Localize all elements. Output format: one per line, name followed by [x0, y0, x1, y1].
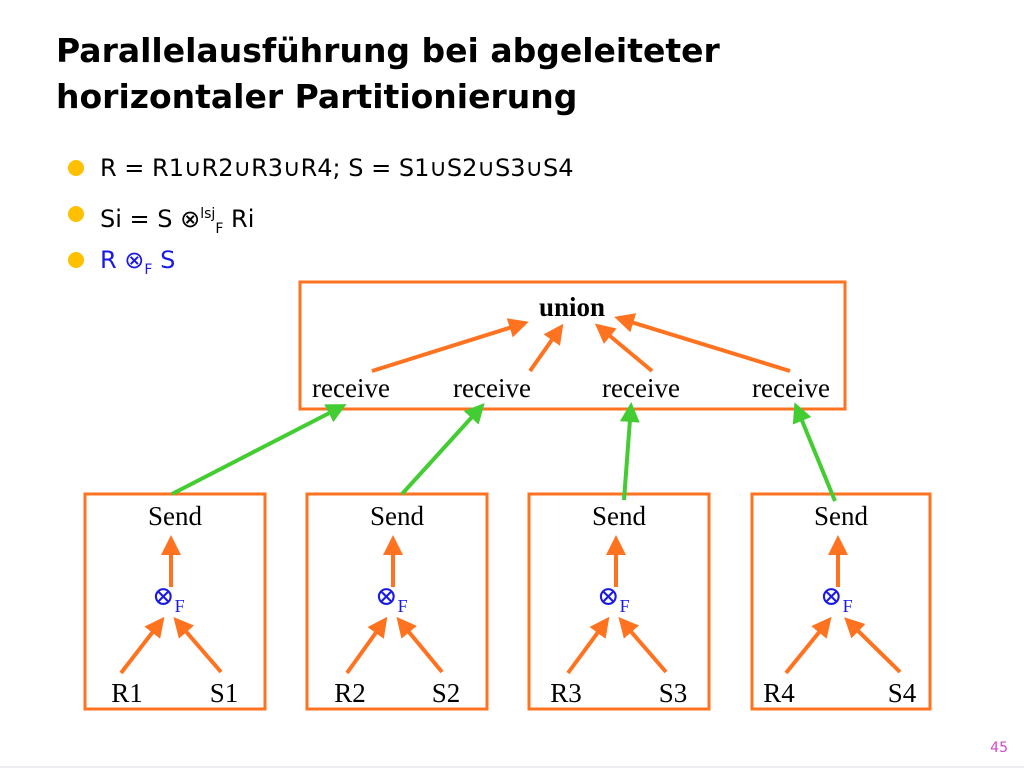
right-input-arrow	[396, 616, 444, 674]
receive-label-4: receive	[752, 373, 830, 403]
bullet-prefix: Si = S ⊗	[100, 205, 201, 233]
bullet-item-semijoin: Si = S ⊗lsjF Ri	[66, 196, 574, 242]
join-subscript: F	[843, 596, 853, 616]
join-symbol: ⊗	[597, 581, 620, 611]
receive-to-union-arrow-4	[614, 313, 791, 373]
partition-box-1: Send ⊗F R1 S1	[83, 492, 267, 711]
join-subscript: F	[620, 596, 630, 616]
coordinator-box	[298, 280, 847, 411]
relation-left-label: R1	[111, 678, 143, 708]
receive-to-union-arrow-1	[371, 318, 529, 373]
relation-left-label: R3	[550, 678, 582, 708]
bullet-item-partitions: R = R1∪R2∪R3∪R4; S = S1∪S2∪S3∪S4	[66, 150, 574, 196]
right-input-arrow	[618, 616, 668, 674]
right-input-arrow	[173, 616, 223, 674]
join-symbol: ⊗	[820, 581, 843, 611]
bullet-subscript: F	[144, 261, 153, 278]
receive-to-union-arrow-3	[594, 323, 654, 373]
bullet-dot-icon	[68, 206, 84, 222]
send-to-receive-arrow-3	[619, 402, 640, 501]
receive-label-1: receive	[312, 373, 390, 403]
partition-box-3: Send ⊗F R3 S3	[527, 492, 711, 711]
receive-label-3: receive	[602, 373, 680, 403]
relation-left-label: R2	[334, 678, 366, 708]
join-symbol-icon: ⊗F	[820, 581, 853, 616]
bullet-list: R = R1∪R2∪R3∪R4; S = S1∪S2∪S3∪S4 Si = S …	[66, 150, 574, 288]
partition-box-4: Send ⊗F R4 S4	[750, 492, 932, 711]
union-label: union	[539, 292, 605, 322]
left-input-arrow	[345, 616, 388, 675]
partition-box-2: Send ⊗F R2 S2	[305, 492, 489, 711]
page-number: 45	[990, 740, 1008, 756]
send-label: Send	[148, 501, 203, 531]
bullet-text: R = R1∪R2∪R3∪R4; S = S1∪S2∪S3∪S4	[100, 154, 574, 182]
relation-left-label: R4	[763, 678, 795, 708]
receive-label-2: receive	[453, 373, 531, 403]
join-subscript: F	[175, 596, 185, 616]
left-input-arrow	[784, 616, 832, 675]
send-label: Send	[814, 501, 869, 531]
bullet-superscript: lsj	[200, 206, 216, 222]
bullet-suffix: S	[152, 246, 176, 274]
join-symbol-icon: ⊗F	[152, 581, 185, 616]
send-to-receive-arrow-2	[400, 403, 485, 496]
relation-right-label: S1	[210, 678, 239, 708]
join-subscript: F	[398, 596, 408, 616]
bullet-suffix: Ri	[223, 205, 255, 233]
title-line-2: horizontaler Partitionierung	[56, 77, 578, 116]
right-input-arrow	[844, 617, 902, 674]
bullet-dot-icon	[68, 252, 84, 268]
bullet-prefix: R ⊗	[100, 246, 145, 274]
join-symbol: ⊗	[375, 581, 398, 611]
relation-right-label: S3	[659, 678, 688, 708]
left-input-arrow	[566, 616, 610, 675]
join-symbol: ⊗	[152, 581, 175, 611]
site-box	[305, 492, 489, 711]
bullet-dot-icon	[68, 160, 84, 176]
bullet-item-join: R ⊗F S	[66, 242, 574, 288]
send-to-receive-arrow-4	[792, 402, 837, 502]
site-box	[527, 492, 711, 711]
join-symbol-icon: ⊗F	[375, 581, 408, 616]
receive-to-union-arrow-2	[528, 323, 564, 373]
join-symbol-icon: ⊗F	[597, 581, 630, 616]
slide-title: Parallelausführung bei abgeleiteter hori…	[56, 28, 996, 120]
relation-right-label: S4	[888, 678, 917, 708]
send-to-receive-arrow-1	[171, 404, 347, 496]
footer-divider	[0, 766, 1024, 768]
send-label: Send	[370, 501, 425, 531]
bullet-subscript: F	[215, 220, 224, 237]
send-label: Send	[592, 501, 647, 531]
left-input-arrow	[119, 616, 165, 675]
title-line-1: Parallelausführung bei abgeleiteter	[56, 31, 720, 70]
site-box	[750, 492, 932, 711]
relation-right-label: S2	[432, 678, 461, 708]
